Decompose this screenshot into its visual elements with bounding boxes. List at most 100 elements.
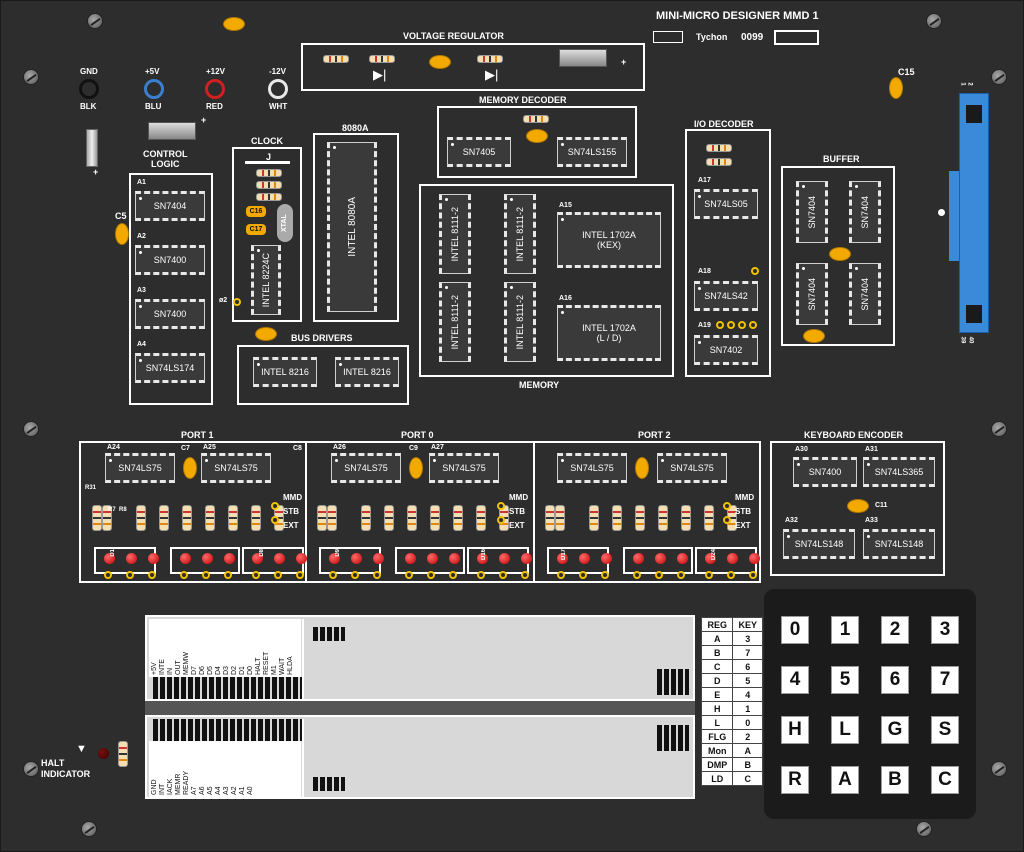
reg-cell: B (700, 645, 734, 660)
power-jack[interactable] (205, 79, 225, 99)
led-label: D9 (335, 549, 341, 557)
reg-cell: E (700, 687, 734, 702)
resistor (159, 505, 169, 531)
test-point (296, 571, 304, 579)
chip-sn74ls42: SN74LS42 (694, 281, 758, 311)
screw-icon (926, 13, 942, 29)
keypad-key-4[interactable]: 4 (781, 666, 809, 694)
c15-label: C15 (898, 67, 915, 77)
resistor (256, 169, 282, 177)
bus-signal-label: M1 (271, 665, 278, 675)
bus-signal-label: HLDA (287, 656, 294, 675)
io-decoder-title: I/O DECODER (694, 119, 754, 129)
test-point (351, 571, 359, 579)
capacitor-c16: C16 (246, 206, 266, 217)
keypad-key-3[interactable]: 3 (931, 616, 959, 644)
keypad-key-a[interactable]: A (831, 766, 859, 794)
pin-header[interactable] (657, 725, 689, 751)
pin-header[interactable] (313, 777, 345, 791)
keypad-key-c[interactable]: C (931, 766, 959, 794)
keypad-key-l[interactable]: L (831, 716, 859, 744)
port-flag-label: MMD (283, 493, 303, 502)
chip-8224: INTEL 8224C (251, 245, 281, 315)
keypad-key-1[interactable]: 1 (831, 616, 859, 644)
bus-signal-label: D6 (199, 666, 206, 675)
reg-cell: FLG (700, 729, 734, 744)
brand-label: Tychon (696, 32, 728, 42)
jumper (245, 161, 290, 164)
port-led (477, 553, 488, 564)
resistor (251, 505, 261, 531)
chip-8111: INTEL 8111-2 (439, 194, 471, 274)
key-cell: C (732, 771, 763, 786)
bus-signal-label: INTE (159, 659, 166, 675)
port-led (749, 553, 760, 564)
keypad-key-s[interactable]: S (931, 716, 959, 744)
keypad-key-b[interactable]: B (881, 766, 909, 794)
power-color-label: RED (206, 102, 223, 111)
chip-sn74ls05: SN74LS05 (694, 189, 758, 219)
resistor (182, 505, 192, 531)
regulator-component (559, 49, 607, 67)
r7-label: R7 (108, 507, 116, 513)
power-jack[interactable] (144, 79, 164, 99)
chip-sn7402: SN7402 (694, 335, 758, 365)
port-flag-label: STB (509, 507, 525, 516)
keypad-key-6[interactable]: 6 (881, 666, 909, 694)
test-point (373, 571, 381, 579)
pin-header[interactable] (313, 627, 345, 641)
port-led (655, 553, 666, 564)
keypad-key-5[interactable]: 5 (831, 666, 859, 694)
port-flag-label: STB (283, 507, 299, 516)
reg-cell: L (700, 715, 734, 730)
resistor (430, 505, 440, 531)
ports-section (79, 441, 761, 583)
port-led (633, 553, 644, 564)
bus-signal-label: WAIT (279, 657, 286, 675)
keypad-key-r[interactable]: R (781, 766, 809, 794)
power-jack[interactable] (268, 79, 288, 99)
ref-label: A30 (795, 446, 808, 453)
chip-8111: INTEL 8111-2 (504, 194, 536, 274)
keypad-key-2[interactable]: 2 (881, 616, 909, 644)
keypad-key-g[interactable]: G (881, 716, 909, 744)
capacitor (429, 55, 451, 69)
keypad-key-7[interactable]: 7 (931, 666, 959, 694)
pin-header[interactable] (153, 677, 303, 699)
pin-header[interactable] (153, 719, 303, 741)
key-cell: 6 (732, 659, 763, 674)
keypad-key-h[interactable]: H (781, 716, 809, 744)
resistor (545, 505, 555, 531)
port-led (449, 553, 460, 564)
edge-connector[interactable] (959, 93, 989, 333)
chip-sn74ls75: SN74LS75 (557, 453, 627, 483)
bus-signal-label: A3 (223, 786, 230, 795)
pin-label: 1 (959, 82, 966, 86)
r8-label: R8 (119, 507, 127, 513)
resistor (704, 505, 714, 531)
resistor (228, 505, 238, 531)
bus-signal-label: A0 (247, 786, 254, 795)
resistor (476, 505, 486, 531)
voltage-regulator-section (301, 43, 645, 91)
c5-label: C5 (115, 211, 127, 221)
power-jack[interactable] (79, 79, 99, 99)
keypad-key-0[interactable]: 0 (781, 616, 809, 644)
pin-header[interactable] (657, 669, 689, 695)
port-led (351, 553, 362, 564)
key-cell: 3 (732, 631, 763, 646)
led-group (467, 547, 529, 574)
test-point (477, 571, 485, 579)
cpu-section (313, 133, 399, 322)
screw-icon (916, 821, 932, 837)
port-flag-label: MMD (735, 493, 755, 502)
port-led (224, 553, 235, 564)
led-group (319, 547, 381, 574)
port-led (677, 553, 688, 564)
ref-label: A24 (107, 444, 120, 451)
